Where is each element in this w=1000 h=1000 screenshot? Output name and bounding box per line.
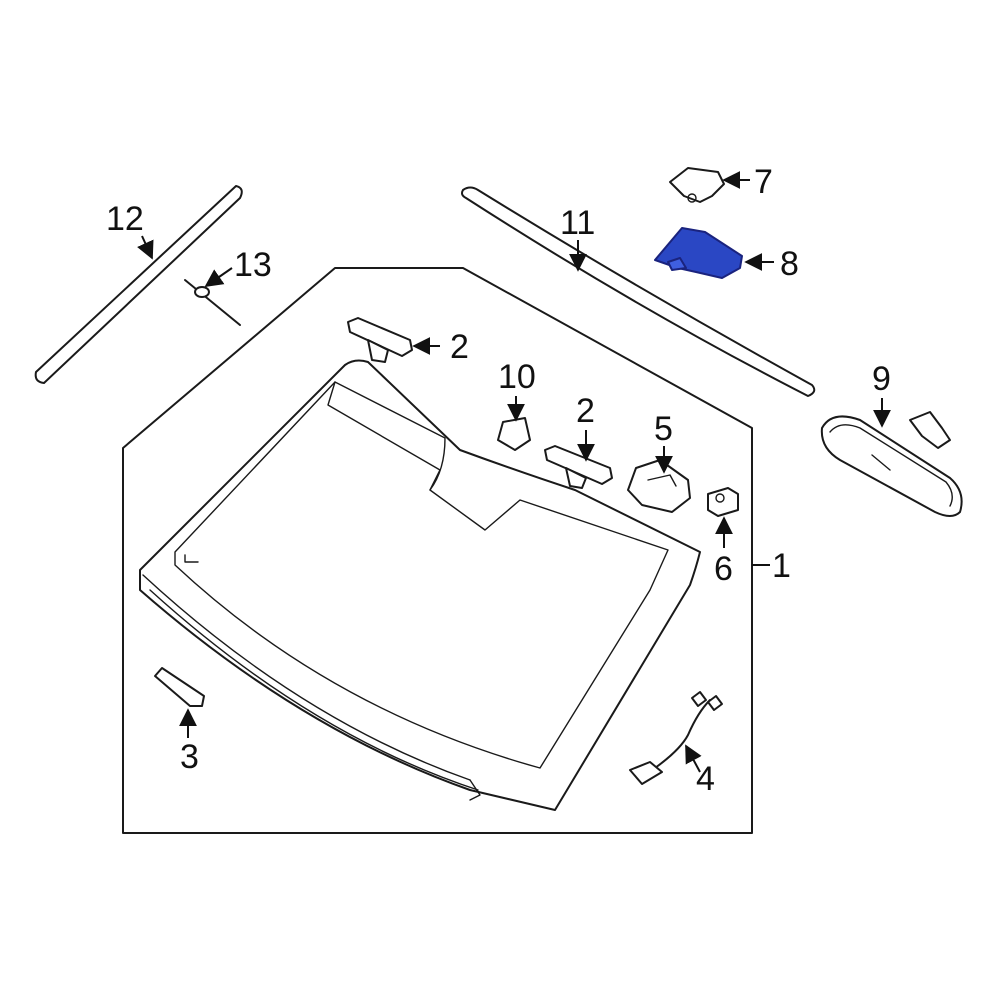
callout-4: 4 [696, 760, 715, 798]
part-4-harness [629, 691, 723, 785]
leader-13 [204, 267, 233, 288]
leader-lines [137, 171, 891, 773]
part-2-upper-clip [347, 317, 413, 363]
windshield-glass [139, 359, 701, 811]
part-5-bracket [627, 459, 691, 513]
part-8-cover-highlighted [654, 227, 743, 279]
callout-1: 1 [772, 547, 791, 585]
part-3-pad [154, 667, 205, 707]
callout-3: 3 [180, 738, 199, 776]
callout-2-upper: 2 [450, 328, 469, 366]
part-11-molding [461, 186, 816, 397]
callout-2-lower: 2 [576, 392, 595, 430]
part-7-sensor [669, 167, 725, 203]
callout-8: 8 [780, 245, 799, 283]
callout-13: 13 [234, 246, 272, 284]
part-13-clip [184, 279, 241, 326]
callout-11: 11 [560, 204, 595, 242]
part-10-pad [497, 417, 531, 451]
part-6-cube [707, 487, 739, 517]
part-2-lower-clip [544, 445, 613, 489]
callout-10: 10 [498, 358, 536, 396]
assembly-boundary [122, 267, 753, 834]
leader-4 [685, 744, 702, 773]
callout-9: 9 [872, 360, 891, 398]
part-12-molding [34, 185, 243, 384]
callout-labels: 1 2 2 3 4 5 6 7 8 9 10 11 12 13 [106, 163, 891, 798]
callout-7: 7 [754, 163, 773, 201]
part-9-mirror [820, 411, 963, 517]
callout-6: 6 [714, 550, 733, 588]
callout-5: 5 [654, 410, 673, 448]
leader-12 [137, 235, 154, 260]
callout-12: 12 [106, 200, 144, 238]
